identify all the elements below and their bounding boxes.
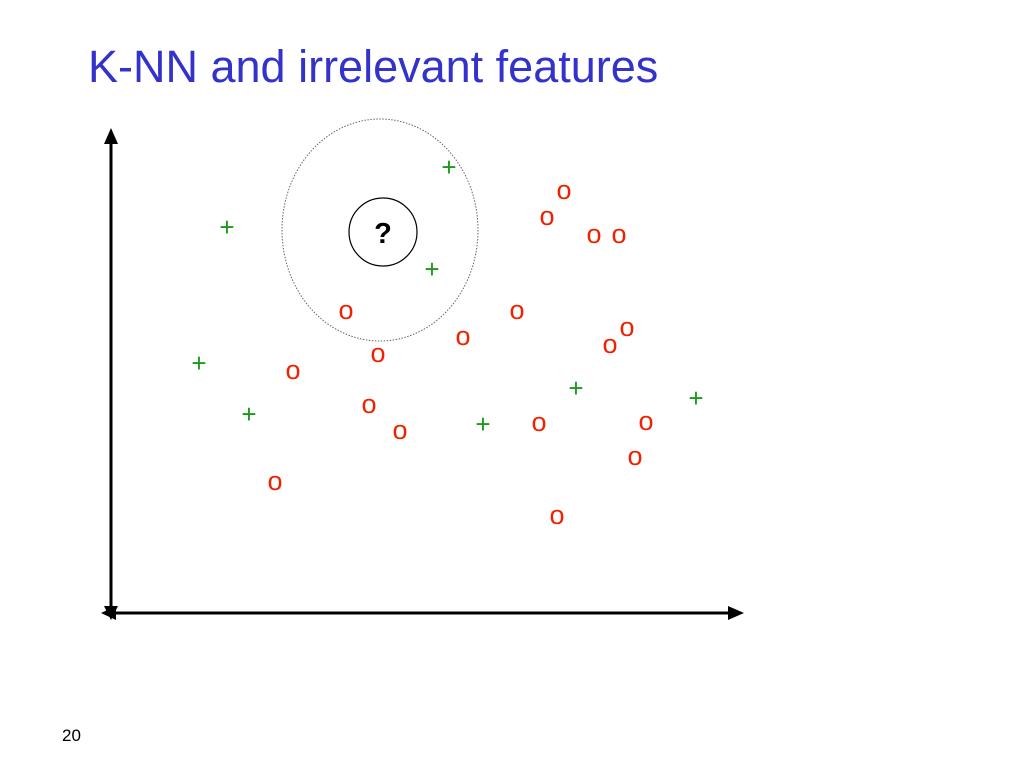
negative-point: o xyxy=(267,466,282,496)
page-number: 20 xyxy=(62,726,81,745)
negative-point: o xyxy=(338,295,353,325)
x-axis-arrowhead xyxy=(728,606,744,620)
positive-point: + xyxy=(424,254,439,284)
negative-point: o xyxy=(611,219,626,249)
positive-point: + xyxy=(241,399,256,429)
negative-point: o xyxy=(370,338,385,368)
negative-point: o xyxy=(361,389,376,419)
negative-point: o xyxy=(586,219,601,249)
y-axis-arrowhead xyxy=(104,128,118,144)
negative-point: o xyxy=(455,321,470,351)
negative-point: o xyxy=(392,415,407,445)
negative-point: o xyxy=(638,406,653,436)
slide-title: K-NN and irrelevant features xyxy=(88,41,659,92)
negative-point: o xyxy=(556,175,571,205)
negative-point: o xyxy=(509,295,524,325)
negative-point: o xyxy=(285,355,300,385)
origin-arrowhead-left xyxy=(101,606,116,620)
negative-point: o xyxy=(549,500,564,530)
query-circle xyxy=(348,197,418,267)
query-label: ? xyxy=(374,218,392,250)
negative-point: o xyxy=(602,329,617,359)
query-point: ? xyxy=(348,197,418,267)
axes xyxy=(101,128,744,620)
positive-point: + xyxy=(475,409,490,439)
positive-point: + xyxy=(191,348,206,378)
neighborhood-circle xyxy=(281,118,479,342)
positive-point: + xyxy=(441,152,456,182)
negative-point: o xyxy=(531,407,546,437)
positive-points: + + + + + + + + xyxy=(191,152,703,439)
negative-point: o xyxy=(539,201,554,231)
negative-point: o xyxy=(627,441,642,471)
positive-point: + xyxy=(688,383,703,413)
positive-point: + xyxy=(568,373,583,403)
negative-point: o xyxy=(619,312,634,342)
positive-point: + xyxy=(219,212,234,242)
